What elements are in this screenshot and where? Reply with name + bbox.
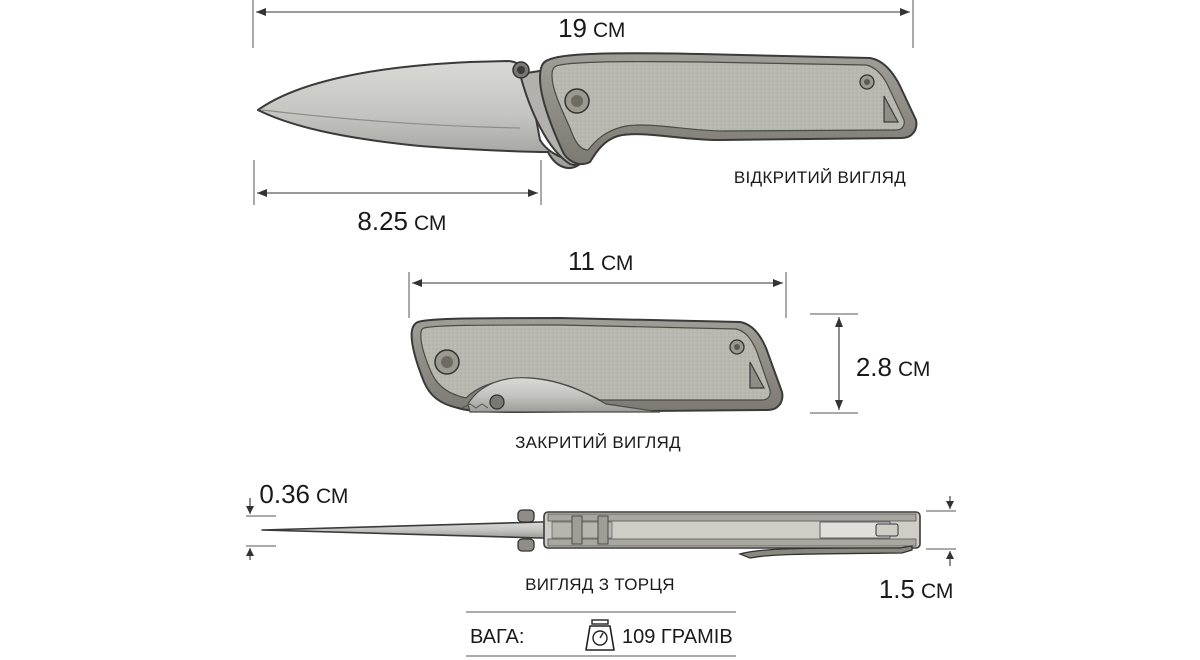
handle-thickness-unit: СМ <box>921 580 953 603</box>
open-handle-scale <box>551 61 905 151</box>
closed-stop-pin-icon <box>489 394 505 410</box>
edge-view: 0.36 СМ 1.5 СМ ВИГЛЯД З ТОРЦЯ <box>246 479 956 604</box>
blade-length-value: 8.25 <box>357 206 408 236</box>
open-view-caption: ВІДКРИТИЙ ВИГЛЯД <box>734 168 906 187</box>
height-dimension: 2.8 СМ <box>810 313 930 414</box>
edge-flipper-bottom <box>517 538 535 552</box>
blade-thickness-value: 0.36 <box>259 479 310 509</box>
weight-label: ВАГА: <box>470 626 524 648</box>
closed-length-unit: СМ <box>601 252 633 275</box>
edge-flipper-top <box>517 509 535 523</box>
blade-thickness-dimension: 0.36 СМ <box>246 479 348 560</box>
weight-panel: ВАГА: 109 ГРАМІВ <box>466 611 736 657</box>
weight-value: 109 ГРАМІВ <box>622 626 733 648</box>
blade-length-unit: СМ <box>414 212 446 235</box>
total-length-unit: СМ <box>593 19 625 42</box>
handle-thickness-dimension: 1.5 СМ <box>879 496 956 604</box>
closed-view: 11 СМ 2.8 СМ ЗАКРИТИЙ ВИГЛЯД <box>408 246 930 452</box>
edge-view-caption: ВИГЛЯД З ТОРЦЯ <box>525 575 675 594</box>
closed-length-value: 11 <box>568 246 595 276</box>
total-length-value: 19 <box>558 13 587 43</box>
closed-length-dimension: 11 СМ <box>408 246 787 318</box>
height-unit: СМ <box>898 358 930 381</box>
pocket-clip <box>738 545 913 559</box>
blade-length-dimension: 8.25 СМ <box>253 160 542 236</box>
open-view: 19 СМ 8.25 СМ ВІДКРИТИЙ ВИГЛЯД <box>252 0 918 236</box>
closed-view-caption: ЗАКРИТИЙ ВИГЛЯД <box>515 433 681 452</box>
scale-icon <box>585 619 615 651</box>
handle-thickness-value: 1.5 <box>879 574 915 604</box>
height-value: 2.8 <box>856 352 892 382</box>
closed-blade <box>467 377 661 413</box>
edge-blade <box>261 521 549 539</box>
closed-handle-scale <box>420 324 771 401</box>
blade-thickness-unit: СМ <box>316 485 348 508</box>
total-length-dimension: 19 СМ <box>252 0 914 48</box>
